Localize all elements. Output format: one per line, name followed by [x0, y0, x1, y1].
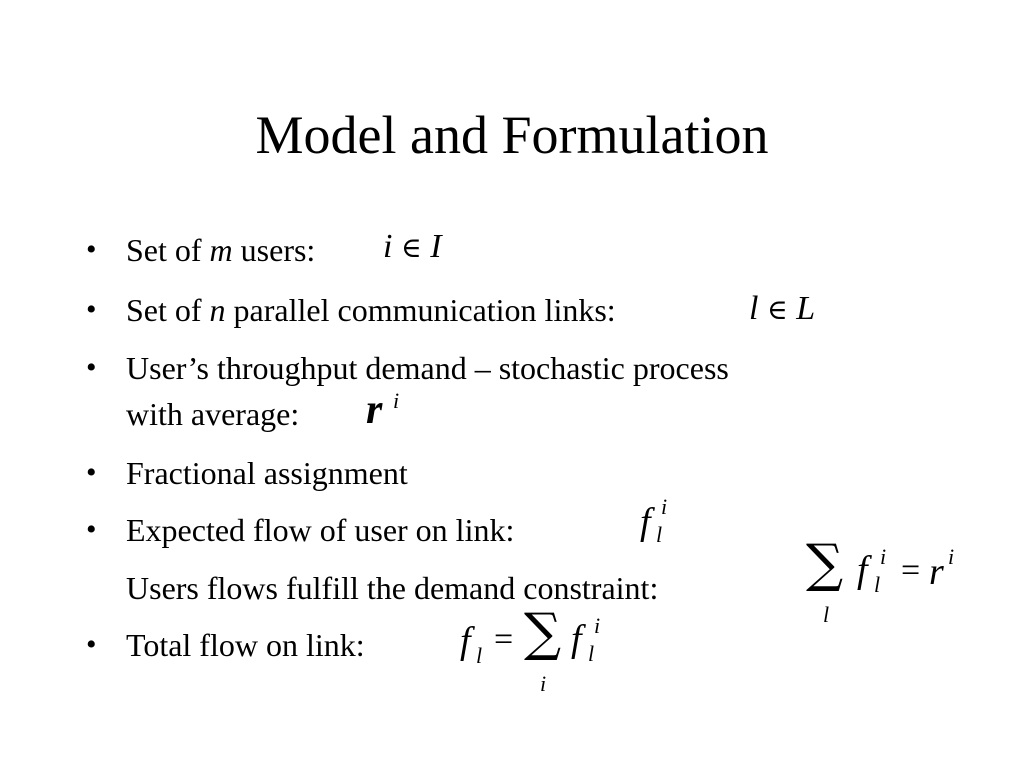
equals-sign: = [494, 621, 514, 658]
item-text-line1: User’s throughput demand – stochastic pr… [126, 350, 729, 386]
constraint-line: Users flows fulfill the demand constrain… [0, 534, 1024, 640]
formula-f-base: f [640, 501, 651, 543]
formula-r-base: r [929, 551, 944, 593]
bullet-marker: • [86, 351, 97, 384]
formula-f-base: f [857, 549, 868, 591]
sum-index: l [823, 602, 830, 627]
sum-index: i [540, 671, 547, 696]
sigma-symbol: ∑ [806, 534, 844, 594]
item-text: Total flow on link: [126, 627, 365, 663]
bullet-marker: • [86, 513, 97, 546]
bullet-item-demand: • User’s throughput demand – stochastic … [0, 350, 1024, 440]
item-text: Set of m users: [126, 232, 316, 268]
bullet-marker: • [86, 456, 97, 489]
formula-i-in-I: i ∈ I [383, 228, 442, 265]
bullet-item-fractional: • Fractional assignment [0, 455, 1024, 505]
item-text: Fractional assignment [126, 455, 408, 491]
item-text-line2: with average: [126, 396, 300, 432]
formula-f-sup: i [594, 613, 601, 638]
bullet-marker: • [86, 233, 97, 266]
formula-f-base: f [571, 618, 582, 660]
formula-l-in-L: l ∈ L [749, 290, 816, 327]
formula-r-sup: i [393, 388, 400, 413]
equals-sign: = [901, 552, 921, 589]
bullet-marker: • [86, 293, 97, 326]
formula-f-sup: i [661, 494, 668, 519]
bullet-marker: • [86, 628, 97, 661]
formula-r-i: r [366, 387, 383, 433]
formula-f-sub: l [874, 572, 881, 597]
slide-title: Model and Formulation [255, 105, 769, 165]
formula-f-sub: l [656, 522, 663, 547]
formula-f-sup: i [880, 544, 887, 569]
bullet-item-expected-flow: • Expected flow of user on link: f i l [0, 494, 1024, 562]
item-text: Users flows fulfill the demand constrain… [126, 570, 659, 606]
bullet-item-links: • Set of n parallel communication links:… [0, 290, 1024, 342]
formula-f-sub: l [588, 641, 595, 666]
item-text: Set of n parallel communication links: [126, 292, 616, 328]
bullet-item-users: • Set of m users: i ∈ I [0, 228, 1024, 282]
formula-r-sup: i [948, 544, 955, 569]
item-text: Expected flow of user on link: [126, 512, 515, 548]
formula-lhs-sub: l [476, 643, 483, 668]
sigma-symbol: ∑ [524, 603, 562, 663]
formula-lhs-f: f [460, 620, 471, 662]
bullet-item-total-flow: • Total flow on link: f l = ∑ i f i l [0, 603, 1024, 707]
